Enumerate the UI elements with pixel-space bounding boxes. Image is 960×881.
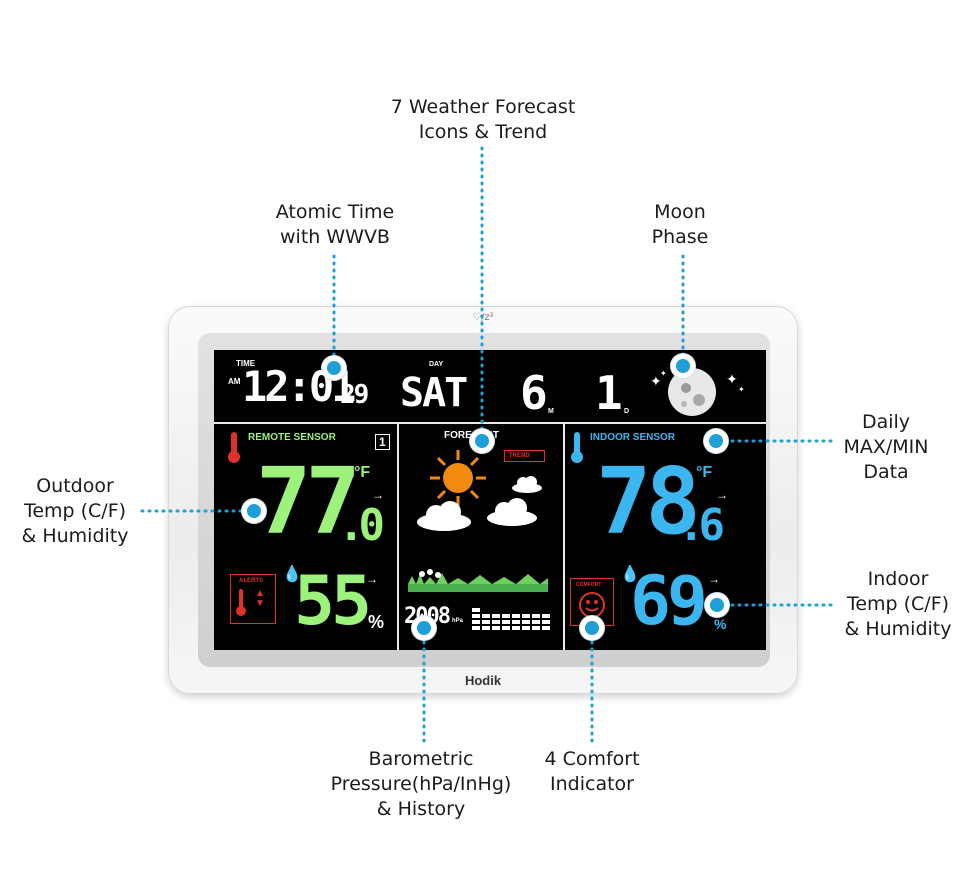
moon-icon: ✦ ✦ ✦ ✦	[650, 368, 745, 416]
pressure-unit: hPa	[452, 618, 464, 624]
cloud-icon	[487, 498, 537, 526]
day-display: SAT	[400, 370, 468, 416]
callout-max-min: Daily MAX/MIN Data	[843, 411, 929, 483]
lcd-screen: TIME AM 12:01 29 DAY SAT 6 M 1 D ✦ ✦ ✦ ✦…	[214, 350, 766, 650]
outdoor-unit: °F	[354, 464, 371, 481]
arrow-right-icon: →	[716, 488, 728, 502]
indoor-temperature-decimal: .6	[678, 500, 725, 551]
indoor-unit: °F	[696, 464, 713, 481]
marker-dot-max-min	[704, 429, 728, 453]
thermometer-icon	[571, 432, 583, 463]
seconds-display: 29	[340, 380, 369, 410]
droplet-icon: 💧	[282, 566, 302, 583]
outdoor-humidity: 55	[294, 562, 372, 641]
am-indicator: AM	[228, 377, 241, 386]
marker-dot-outdoor	[242, 499, 266, 523]
marker-dot-indoor	[705, 593, 729, 617]
lcd-divider-left	[397, 422, 399, 650]
svg-text:✦: ✦	[650, 374, 662, 390]
sun-icon	[430, 450, 486, 506]
alert-label: ALERTS	[239, 578, 263, 584]
month-display: 6	[520, 366, 548, 420]
date-display: 1	[595, 366, 623, 420]
thermometer-icon	[228, 432, 240, 463]
alert-arrows-icon: ▲▼	[255, 588, 265, 609]
marker-dot-atomic-time	[322, 356, 346, 380]
callout-indoor: Indoor Temp (C/F) & Humidity	[844, 568, 952, 640]
indoor-humidity-unit: %	[714, 616, 727, 632]
callout-barometric: Barometric Pressure(hPa/InHg) & History	[330, 748, 512, 820]
lcd-divider-right	[563, 422, 565, 650]
arrow-right-icon: →	[366, 572, 378, 586]
svg-text:✦: ✦	[660, 369, 667, 378]
cloud-icon	[512, 476, 542, 493]
remote-sensor-label: REMOTE SENSOR	[248, 432, 336, 443]
svg-text:✦: ✦	[738, 385, 745, 394]
lcd-divider-horizontal	[214, 422, 766, 424]
marker-dot-forecast	[470, 429, 494, 453]
arrow-right-icon: →	[708, 572, 720, 586]
channel-indicator: 1	[375, 434, 390, 450]
svg-text:✦: ✦	[726, 372, 738, 388]
callout-atomic-time: Atomic Time with WWVB	[275, 201, 395, 248]
droplet-icon: 💧	[620, 566, 640, 583]
date-unit: D	[624, 408, 630, 415]
callout-comfort: 4 Comfort Indicator	[544, 748, 640, 795]
comfort-label: COMFORT	[576, 582, 602, 588]
marker-dot-comfort	[580, 616, 604, 640]
callout-forecast: 7 Weather Forecast Icons & Trend	[390, 96, 576, 143]
callout-outdoor: Outdoor Temp (C/F) & Humidity	[21, 475, 129, 547]
humidity-unit: %	[368, 612, 385, 632]
trend-tag: TREND	[504, 450, 545, 462]
grass-strip	[408, 569, 548, 592]
alert-thermometer-icon	[236, 589, 246, 616]
outdoor-temperature-decimal: .0	[338, 500, 385, 551]
indoor-humidity: 69	[630, 562, 708, 641]
time-label: TIME	[236, 359, 256, 368]
marker-dot-moon-phase	[671, 354, 695, 378]
indoor-temperature: 78	[596, 448, 701, 555]
outdoor-temperature: 77	[256, 448, 361, 555]
indoor-sensor-label: INDOOR SENSOR	[590, 432, 676, 443]
cloud-icon	[417, 501, 471, 531]
day-label: DAY	[429, 361, 444, 368]
arrow-right-icon: →	[372, 488, 384, 502]
device-brand: Hodik	[464, 673, 502, 688]
pressure-history-bars	[472, 608, 550, 630]
alert-box: ALERTS ▲▼	[230, 574, 276, 624]
month-unit: M	[548, 408, 554, 415]
callout-moon-phase: Moon Phase	[651, 201, 709, 248]
marker-dot-barometric	[412, 616, 436, 640]
